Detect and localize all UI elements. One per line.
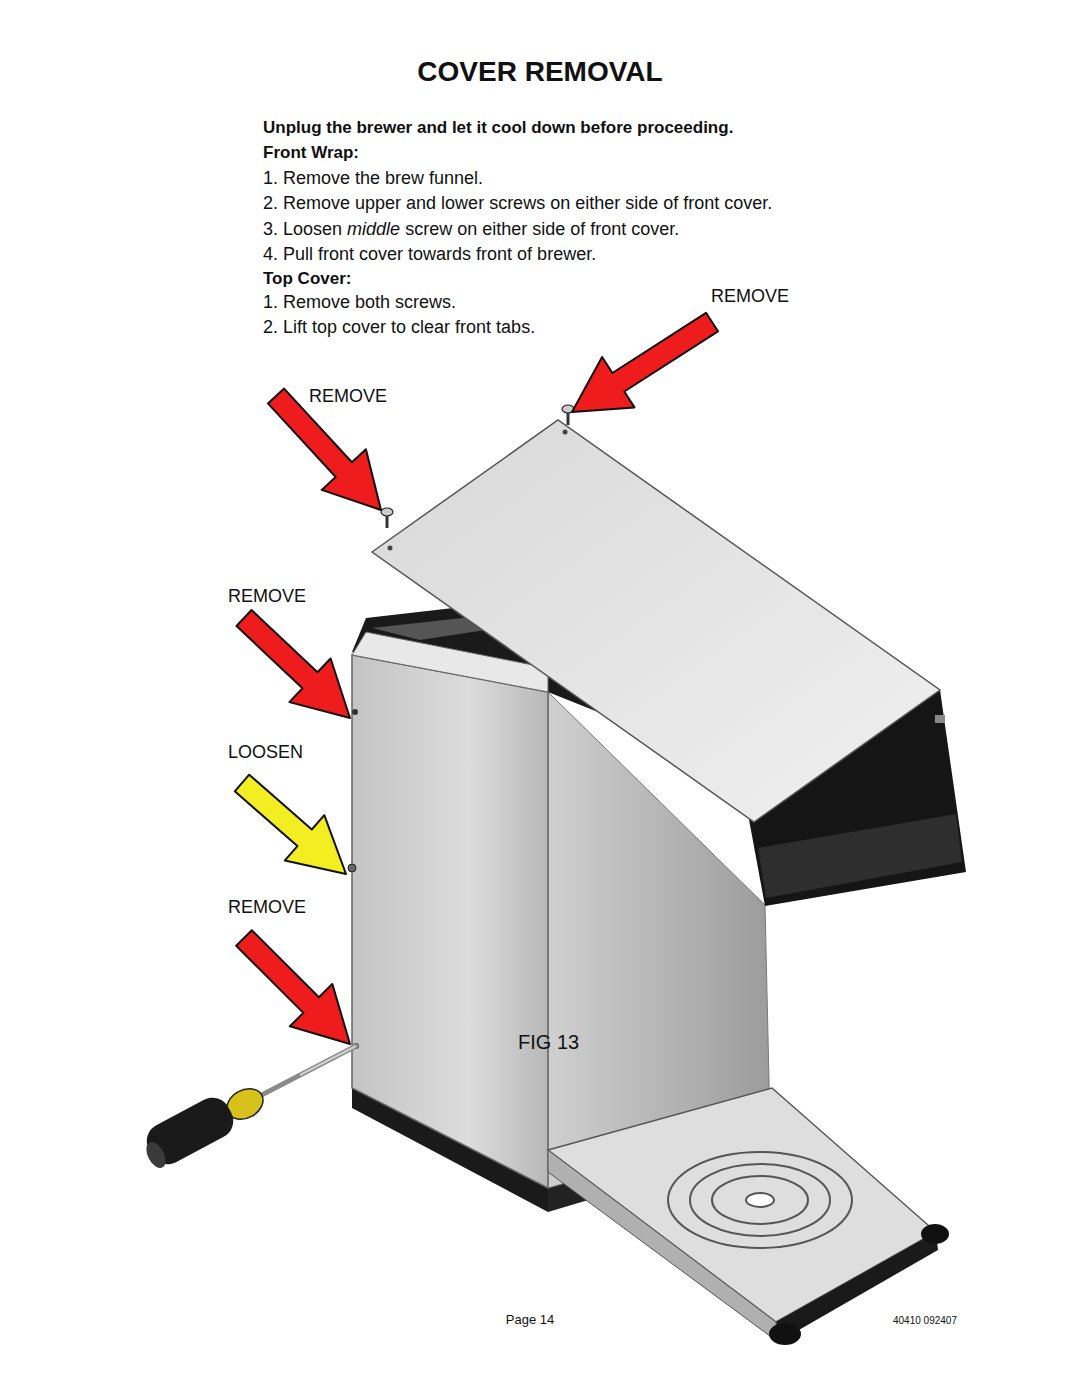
warning-note: Unplug the brewer and let it cool down b… [263, 118, 733, 138]
top-cover [372, 420, 940, 822]
foot [921, 1224, 949, 1244]
step-text: 1. Remove both screws. [263, 292, 456, 313]
step-text: 3. Loosen [263, 219, 342, 240]
callout-label: REMOVE [711, 286, 789, 307]
step-emphasis: middle [347, 219, 400, 240]
screw-hole [388, 546, 393, 551]
step-text: 1. Remove the brew funnel. [263, 168, 483, 189]
callout-label: REMOVE [228, 897, 306, 918]
step-line: 3. Loosenmiddlescrew on either side of f… [263, 219, 679, 240]
step-text: 2. Lift top cover to clear front tabs. [263, 317, 535, 338]
remove-arrow [236, 930, 350, 1044]
section-heading: Front Wrap: [263, 143, 359, 163]
tray-edge [548, 1150, 778, 1342]
screw-hole [563, 430, 568, 435]
foot [769, 1323, 801, 1345]
page-title: COVER REMOVAL [417, 56, 662, 88]
loosen-arrow [235, 775, 346, 874]
screwdriver [140, 1046, 356, 1171]
screw [562, 405, 574, 425]
front-wrap [352, 655, 548, 1188]
callout-label: REMOVE [309, 386, 387, 407]
remove-arrow [268, 389, 381, 510]
figure-number: FIG 13 [518, 1031, 579, 1054]
step-text: 4. Pull front cover towards front of bre… [263, 244, 596, 265]
remove-arrow [237, 610, 351, 718]
document-code: 40410 092407 [893, 1315, 957, 1327]
step-text: screw on either side of front cover. [405, 219, 679, 240]
section-heading: Top Cover: [263, 269, 351, 289]
screw [348, 864, 356, 872]
bezel-tab [935, 715, 945, 723]
remove-arrow [572, 313, 718, 412]
screw [381, 508, 393, 528]
screw [352, 709, 358, 715]
callout-label: REMOVE [228, 586, 306, 607]
tray-grate [668, 1152, 852, 1248]
bezel-face [758, 814, 962, 898]
page-number: Page 14 [506, 1313, 554, 1328]
step-text: 2. Remove upper and lower screws on eith… [263, 193, 772, 214]
callout-label: LOOSEN [228, 742, 303, 763]
